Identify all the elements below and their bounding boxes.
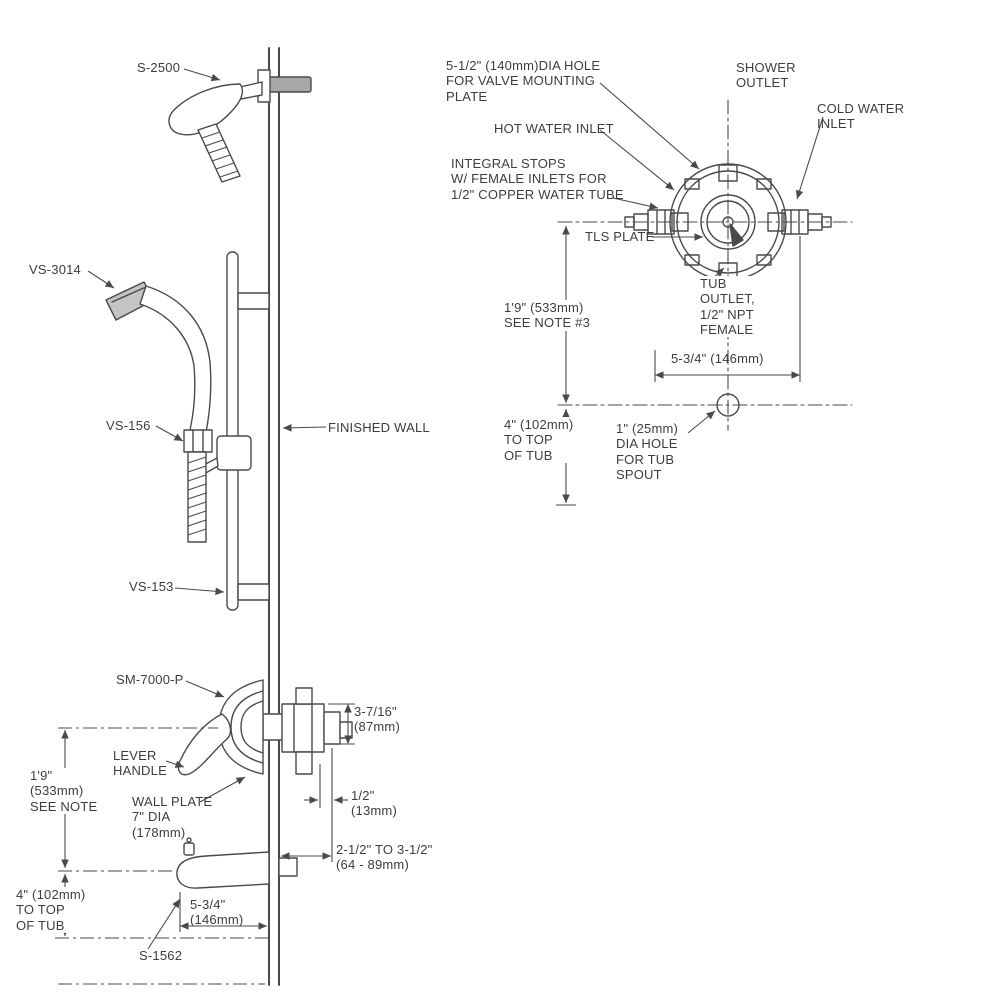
label-lever-handle: LEVER HANDLE [113, 748, 167, 779]
side-view-drawing [105, 47, 353, 986]
hand-shower-hose [187, 451, 207, 543]
tls-plate-circle [700, 194, 756, 250]
front-view-centerlines [557, 99, 853, 431]
label-shower-outlet: SHOWER OUTLET [736, 60, 796, 91]
slide-bar [226, 251, 270, 611]
label-dim-tub-height: 4" (102mm) TO TOP OF TUB [14, 887, 88, 933]
front-view-drawing [557, 99, 853, 431]
leader-integral-stops [612, 197, 659, 210]
finished-wall-lines [268, 47, 280, 986]
dim-valve-depth [328, 703, 355, 745]
side-view-centerlines [55, 727, 268, 985]
dim-spout-length [179, 892, 267, 932]
leader-sm7000p [185, 680, 225, 698]
dim-half-inch [304, 748, 348, 862]
label-sm7000p: SM-7000-P [116, 672, 184, 687]
front-view-annotations [556, 82, 824, 506]
slide-clamp [216, 435, 252, 471]
side-view-annotations [55, 68, 355, 985]
label-spout-hole: 1" (25mm) DIA HOLE FOR TUB SPOUT [616, 421, 679, 482]
cold-water-stop [781, 209, 832, 235]
slide-bar-bottom-bracket [237, 583, 270, 601]
label-dim-valve-height-front: 1'9" (533mm) SEE NOTE #3 [502, 300, 593, 331]
leader-wall-plate [199, 776, 246, 803]
label-dim-half-inch: 1/2" (13mm) [351, 788, 397, 819]
leader-vs3014 [87, 270, 115, 289]
label-finished-wall: FINISHED WALL [328, 420, 430, 435]
spray-face-ribs [201, 131, 239, 178]
lever-handle-shape [177, 713, 232, 776]
hot-water-stop [624, 209, 675, 235]
label-s1562: S-1562 [139, 948, 183, 963]
label-mounting-hole: 5-1/2" (140mm)DIA HOLE FOR VALVE MOUNTIN… [446, 58, 601, 104]
leader-vs153 [174, 587, 225, 596]
valve-rough-body [281, 687, 353, 775]
leader-cold-water [795, 116, 824, 200]
hand-shower [105, 281, 252, 543]
label-dim-spout-length: 5-3/4" (146mm) [190, 897, 244, 928]
leader-vs156 [155, 425, 184, 442]
label-s2500: S-2500 [137, 60, 181, 75]
label-dim-inlet-spacing: 5-3/4" (146mm) [671, 351, 764, 366]
slide-bar-top-bracket [237, 292, 270, 310]
leader-hot-water [599, 129, 675, 191]
label-vs153: VS-153 [129, 579, 174, 594]
label-cold-water: COLD WATER INLET [817, 101, 905, 132]
label-integral-stops: INTEGRAL STOPS W/ FEMALE INLETS FOR 1/2"… [451, 156, 624, 202]
leader-lever-handle [165, 760, 185, 768]
shower-outlet-port [718, 164, 738, 182]
label-vs3014: VS-3014 [29, 262, 81, 277]
leader-finished-wall [282, 424, 327, 432]
label-dim-offset-range: 2-1/2" TO 3-1/2" (64 - 89mm) [336, 842, 433, 873]
dim-inlet-spacing [654, 236, 801, 382]
leader-mounting-hole [599, 82, 700, 170]
valve-stem-pointer [729, 223, 744, 247]
label-dim-valve-height: 1'9" (533mm) SEE NOTE [28, 768, 100, 814]
leader-s1562 [147, 898, 181, 950]
label-dim-3-7-16: 3-7/16" (87mm) [354, 704, 400, 735]
label-dim-tub-height-front: 4" (102mm) TO TOP OF TUB [502, 417, 576, 463]
diverter-knob [183, 842, 195, 856]
leader-spout-hole [687, 410, 716, 434]
label-hot-water: HOT WATER INLET [494, 121, 614, 136]
label-vs156: VS-156 [106, 418, 151, 433]
hose-nut [183, 429, 213, 453]
label-tub-outlet: TUB OUTLET, 1/2" NPT FEMALE [698, 276, 757, 338]
shower-head [168, 69, 312, 183]
valve-trim [177, 679, 284, 776]
label-wall-plate: WALL PLATE 7" DIA (178mm) [132, 794, 213, 840]
leader-s2500 [183, 68, 221, 82]
tub-spout [176, 837, 298, 889]
label-tls-plate: TLS PLATE [585, 229, 655, 244]
hose-ribs [187, 456, 207, 536]
tub-spout-hole [716, 393, 740, 417]
